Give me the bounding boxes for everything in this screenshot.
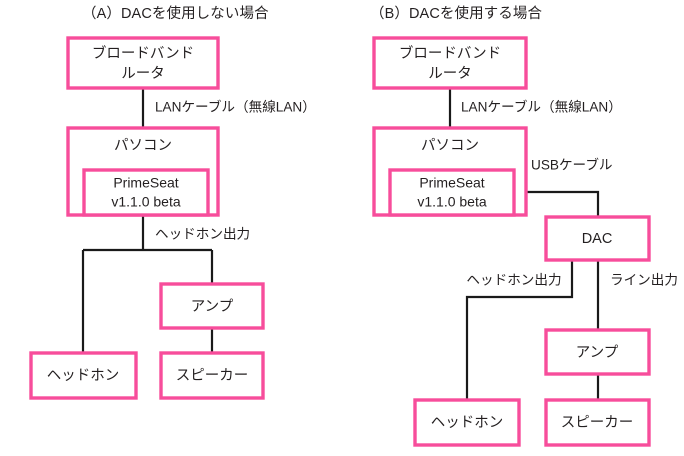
node-router-a-label-line1: ブロードバンド [92, 44, 194, 62]
edge-label-hpout-a: ヘッドホン出力 [155, 227, 250, 242]
node-headphone-a-box [29, 351, 138, 400]
node-speaker-a-label: スピーカー [176, 367, 249, 384]
node-amp-b-label: アンプ [576, 344, 619, 361]
node-router-b-label-line2: ルータ [428, 65, 472, 82]
panel-a: （A）DACを使用しない場合 ブロードバンド ルータ LANケーブル（無線LAN… [29, 5, 316, 400]
node-router-a-label-line2: ルータ [121, 65, 165, 82]
edge-label-lineout-b: ライン出力 [610, 273, 678, 288]
edge-label-usb-b: USBケーブル [531, 157, 613, 173]
node-speaker-b[interactable]: スピーカー [544, 398, 651, 447]
node-amp-a[interactable]: アンプ [159, 282, 265, 330]
node-primeseat-a-label-line1: PrimeSeat [113, 175, 178, 191]
edge-label-lan-a: LANケーブル（無線LAN） [155, 99, 316, 115]
node-speaker-b-box [544, 398, 651, 447]
node-router-a[interactable]: ブロードバンド ルータ [66, 36, 220, 90]
edge-line-usb-b [527, 190, 600, 217]
node-primeseat-b-box [388, 168, 516, 217]
node-speaker-a-box [159, 351, 265, 400]
node-amp-a-label: アンプ [191, 298, 234, 315]
node-dac-b-label: DAC [582, 231, 613, 247]
edge-label-hpout-b: ヘッドホン出力 [466, 273, 561, 288]
node-headphone-b-box [413, 398, 521, 447]
edge-label-lan-b: LANケーブル（無線LAN） [461, 99, 622, 115]
node-headphone-b-label: ヘッドホン [431, 415, 504, 431]
node-headphone-a-label: ヘッドホン [47, 368, 120, 384]
node-speaker-a[interactable]: スピーカー [159, 351, 265, 400]
node-primeseat-b-label-line1: PrimeSeat [419, 175, 484, 191]
node-primeseat-b-label-line2: v1.1.0 beta [417, 194, 486, 210]
node-dac-b-box [544, 215, 651, 262]
node-headphone-b[interactable]: ヘッドホン [413, 398, 521, 447]
edge-line-hpout-b [465, 260, 574, 400]
node-router-b-box [372, 36, 528, 90]
panel-b: （B）DACを使用する場合 ブロードバンド ルータ LANケーブル（無線LAN）… [370, 5, 678, 447]
node-primeseat-a[interactable]: PrimeSeat v1.1.0 beta [82, 168, 210, 217]
node-primeseat-a-label-line2: v1.1.0 beta [111, 194, 180, 210]
node-dac-b[interactable]: DAC [544, 215, 651, 262]
node-amp-a-box [159, 282, 265, 330]
node-primeseat-a-box [82, 168, 210, 217]
node-router-b-label-line1: ブロードバンド [399, 44, 501, 62]
node-pc-a-label: パソコン [114, 137, 172, 154]
panel-b-title: （B）DACを使用する場合 [370, 5, 542, 22]
node-primeseat-b[interactable]: PrimeSeat v1.1.0 beta [388, 168, 516, 217]
node-amp-b-box [544, 328, 651, 376]
node-router-b[interactable]: ブロードバンド ルータ [372, 36, 528, 90]
node-pc-b-label: パソコン [421, 137, 479, 154]
node-headphone-a[interactable]: ヘッドホン [29, 351, 138, 400]
node-speaker-b-label: スピーカー [561, 414, 634, 431]
panel-a-title: （A）DACを使用しない場合 [82, 5, 269, 22]
node-amp-b[interactable]: アンプ [544, 328, 651, 376]
node-router-a-box [66, 36, 220, 90]
